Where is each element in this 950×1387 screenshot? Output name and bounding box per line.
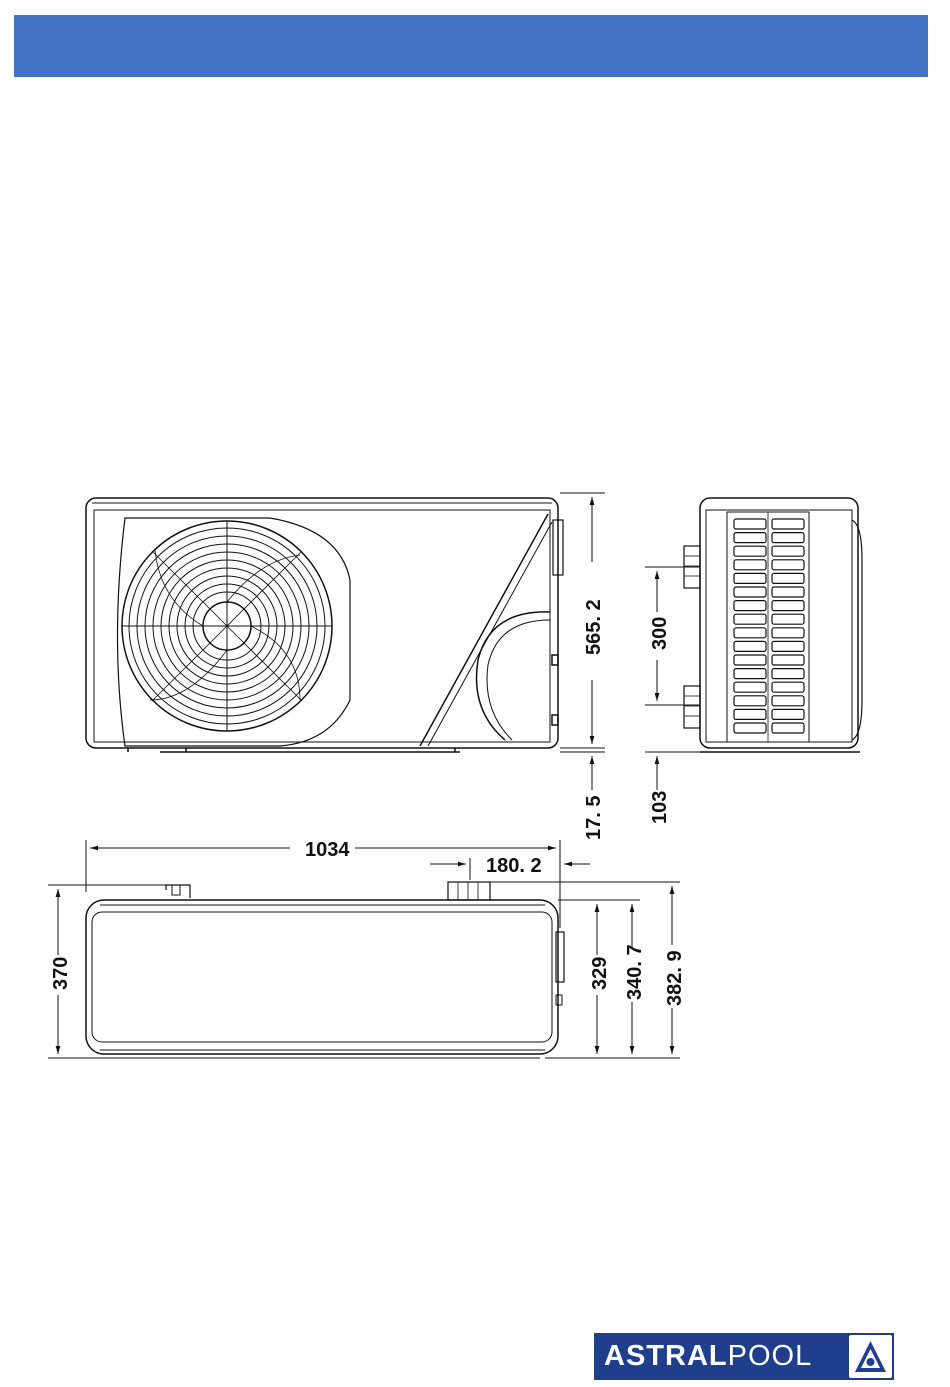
registered-mark: ® xyxy=(884,1334,890,1343)
vent-slot xyxy=(772,628,804,638)
dim-329: 329 xyxy=(589,957,611,990)
vent-slot xyxy=(734,709,766,719)
vent-slot xyxy=(772,641,804,651)
vent-slot xyxy=(772,533,804,543)
vent-slot xyxy=(734,696,766,706)
vent-slot xyxy=(734,573,766,583)
dim-17-5: 17. 5 xyxy=(583,796,605,840)
top-dimensions xyxy=(48,840,680,1058)
vent-slot xyxy=(734,587,766,597)
dim-1034: 1034 xyxy=(305,839,350,861)
front-view xyxy=(86,498,563,752)
vent-slot xyxy=(734,614,766,624)
vent-slot xyxy=(772,655,804,665)
side-view xyxy=(684,498,862,752)
dim-103: 103 xyxy=(649,791,671,824)
dim-370: 370 xyxy=(50,957,72,990)
dim-180-2: 180. 2 xyxy=(486,855,542,877)
fan-grille xyxy=(122,521,332,731)
top-view xyxy=(86,882,564,1058)
vent-slot xyxy=(772,587,804,597)
vent-slot xyxy=(772,573,804,583)
vent-slot xyxy=(734,519,766,529)
side-vents xyxy=(734,519,804,733)
vent-slot xyxy=(734,669,766,679)
vent-slot xyxy=(772,723,804,733)
vent-slot xyxy=(772,682,804,692)
dim-300: 300 xyxy=(649,617,671,650)
dim-382-9: 382. 9 xyxy=(664,950,686,1006)
vent-slot xyxy=(772,614,804,624)
vent-slot xyxy=(734,641,766,651)
vent-slot xyxy=(772,709,804,719)
vent-slot xyxy=(734,723,766,733)
vent-slot xyxy=(734,533,766,543)
vent-slot xyxy=(734,628,766,638)
dim-340-7: 340. 7 xyxy=(624,944,646,1000)
vent-slot xyxy=(772,519,804,529)
vent-slot xyxy=(772,546,804,556)
vent-slot xyxy=(734,546,766,556)
vent-slot xyxy=(772,560,804,570)
vent-slot xyxy=(734,560,766,570)
logo-text: ASTRALPOOL xyxy=(594,1340,812,1373)
vent-slot xyxy=(772,669,804,679)
side-dimensions xyxy=(645,567,700,790)
vent-slot xyxy=(772,601,804,611)
astralpool-logo: ASTRALPOOL ® xyxy=(594,1333,894,1380)
vent-slot xyxy=(734,682,766,692)
vent-slot xyxy=(734,601,766,611)
vent-slot xyxy=(734,655,766,665)
dim-565-2: 565. 2 xyxy=(583,599,605,655)
vent-slot xyxy=(772,696,804,706)
